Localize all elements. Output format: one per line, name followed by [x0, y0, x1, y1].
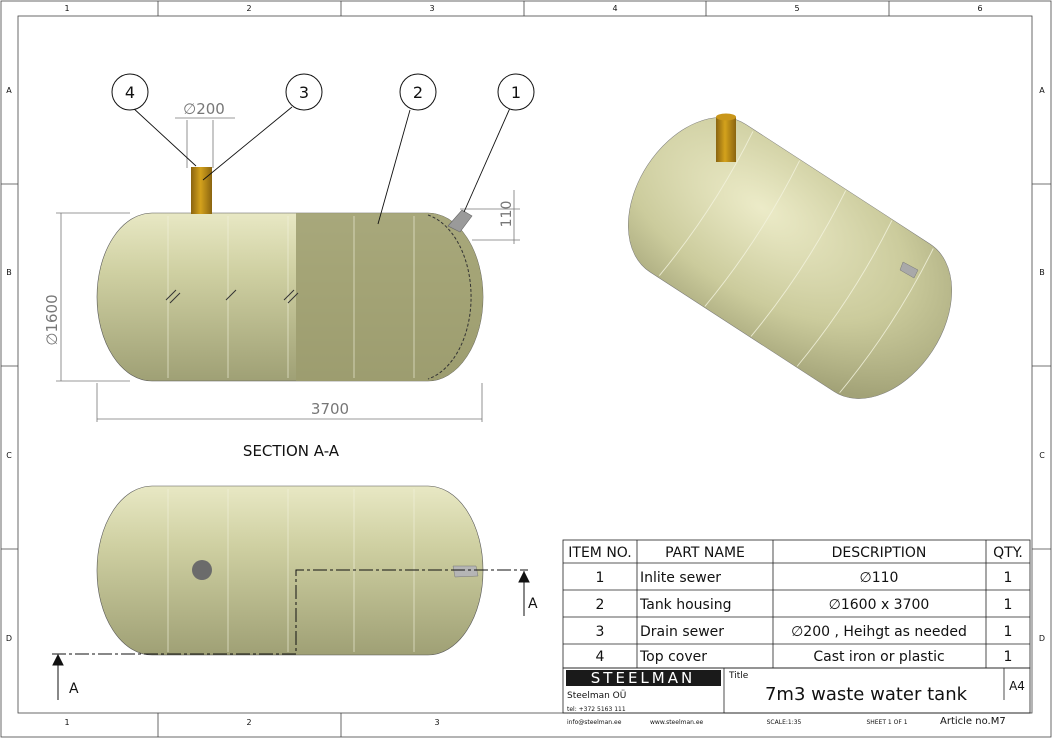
zone-col-bottom-3: 3 — [434, 718, 439, 727]
section-marker-a-left: A — [69, 681, 79, 697]
zone-col-5: 5 — [794, 4, 799, 13]
nozzle-top-dimension: 200 — [196, 100, 225, 118]
zone-col-1: 1 — [64, 4, 69, 13]
bom-row-2-desc: ∅1600 x 3700 — [829, 597, 930, 613]
zone-col-6: 6 — [977, 4, 982, 13]
section-cut-line — [52, 569, 530, 700]
company-web: www.steelman.ee — [650, 719, 704, 726]
tank-plan-view — [96, 485, 484, 656]
bom-row-4-desc: Cast iron or plastic — [813, 649, 944, 665]
zone-row-c-right: C — [1039, 451, 1045, 460]
steelman-logo-band — [566, 670, 721, 686]
bom-table — [562, 539, 1031, 669]
sheet-size: A4 — [1009, 679, 1025, 693]
svg-text:∅200: ∅200 — [183, 100, 225, 118]
bom-row-2-item: 2 — [596, 597, 605, 613]
zone-row-a-right: A — [1039, 86, 1045, 95]
tank-front-section-view — [96, 167, 484, 382]
title-block — [562, 667, 1031, 714]
bom-row-1-item: 1 — [596, 570, 605, 586]
iso-inlet-nozzle — [899, 261, 919, 279]
section-marker-a-right: A — [528, 596, 538, 612]
company-name: Steelman OÜ — [567, 690, 626, 701]
bom-header-item: ITEM NO. — [568, 545, 631, 561]
section-cut-area — [296, 213, 483, 381]
balloon-1: 1 — [511, 83, 521, 102]
balloon-4: 4 — [125, 83, 135, 102]
balloons — [111, 73, 535, 225]
zone-col-bottom-2: 2 — [246, 718, 251, 727]
top-cover-hole — [192, 560, 212, 580]
bom-row-4-qty: 1 — [1004, 649, 1013, 665]
balloon-3: 3 — [299, 83, 309, 102]
zone-row-c: C — [6, 451, 12, 460]
sheet-number: SHEET 1 OF 1 — [866, 719, 907, 726]
balloon-2: 2 — [413, 83, 423, 102]
bom-row-3-part: Drain sewer — [640, 624, 724, 640]
inlet-nozzle — [447, 209, 473, 233]
bom-header-part: PART NAME — [665, 545, 745, 561]
bom-row-3-qty: 1 — [1004, 624, 1013, 640]
bom-row-1-desc: ∅110 — [860, 570, 899, 586]
svg-text:∅1600: ∅1600 — [43, 294, 61, 345]
scale: SCALE:1:35 — [767, 719, 802, 726]
dimension-lines — [56, 117, 520, 422]
length-dimension: 3700 — [311, 400, 349, 418]
drawing-title: 7m3 waste water tank — [765, 684, 968, 705]
bom-row-3-desc: ∅200 , Heihgt as needed — [791, 624, 967, 640]
plan-inlet-nozzle — [452, 565, 479, 578]
zone-col-bottom-1: 1 — [64, 718, 69, 727]
iso-drain-pipe — [716, 117, 736, 162]
title-label: Title — [728, 671, 749, 681]
zone-col-2: 2 — [246, 4, 251, 13]
bom-row-2-part: Tank housing — [639, 597, 732, 613]
drain-sewer-pipe — [191, 167, 212, 214]
bom-row-2-qty: 1 — [1004, 597, 1013, 613]
zone-row-b-right: B — [1039, 268, 1045, 277]
zone-row-b: B — [6, 268, 12, 277]
zone-row-d: D — [6, 634, 12, 643]
section-label: SECTION A-A — [243, 442, 340, 460]
inlet-dimension: 110 — [499, 201, 515, 228]
zone-col-3: 3 — [429, 4, 434, 13]
bom-row-3-item: 3 — [596, 624, 605, 640]
zone-row-a: A — [6, 86, 12, 95]
diameter-symbol: ∅ — [43, 333, 61, 346]
bom-row-4-part: Top cover — [639, 649, 707, 665]
steelman-logo: STEELMAN — [591, 669, 695, 687]
company-tel: tel: +372 5163 111 — [567, 706, 626, 713]
bom-row-1-qty: 1 — [1004, 570, 1013, 586]
zone-col-4: 4 — [612, 4, 617, 13]
bom-header-qty: QTY. — [993, 545, 1023, 561]
bom-row-1-part: Inlite sewer — [640, 570, 721, 586]
inner-border — [17, 15, 1033, 714]
diameter-dimension: 1600 — [43, 294, 61, 332]
article-number: Article no.M7 — [940, 716, 1006, 727]
bom-row-4-item: 4 — [596, 649, 605, 665]
company-email: info@steelman.ee — [567, 719, 622, 726]
zone-row-d-right: D — [1039, 634, 1045, 643]
tank-isometric-view — [628, 113, 952, 399]
bom-header-desc: DESCRIPTION — [832, 545, 927, 561]
nozzle-diameter-symbol: ∅ — [183, 100, 196, 118]
